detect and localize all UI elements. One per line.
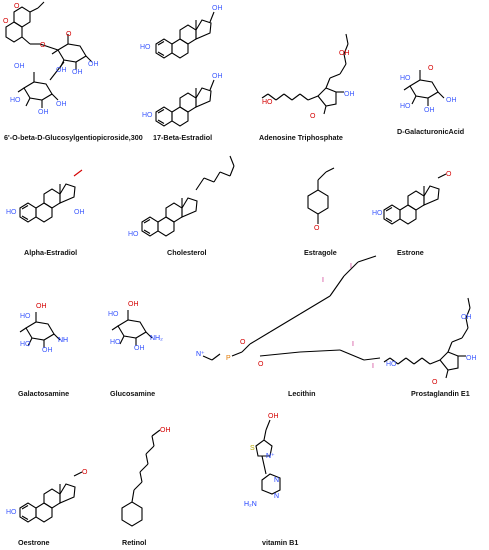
label-gentiopicroside: 6'-O-beta-D-Glucosylgentiopicroside,300 (4, 133, 143, 142)
label-retinol: Retinol (122, 538, 146, 547)
atom-oh: OH (56, 67, 67, 74)
atom-oh: OH (212, 73, 223, 80)
atom-i: I (350, 263, 352, 270)
atom-oh: OH (36, 303, 47, 310)
atom-n: N (274, 493, 279, 500)
molecule-lecithin: N⁺ P O O I I I I Lecithin (196, 255, 381, 398)
atom-o: O (446, 171, 452, 178)
atom-nh: NH (58, 337, 68, 344)
atom-o: O (314, 225, 320, 232)
atom-oh: OH (38, 109, 49, 116)
atom-oh: OH (424, 107, 435, 114)
atom-i: I (372, 363, 374, 370)
label-lecithin: Lecithin (288, 389, 316, 398)
molecule-vitamin-b1: S N⁺ N N H₂N OH vitamin B1 (244, 413, 298, 547)
atom-ho: HO (386, 361, 397, 368)
label-atp: Adenosine Triphosphate (259, 133, 343, 142)
molecule-17-beta-estradiol: OH HO OH HO 17-Beta-Estradiol (140, 5, 223, 142)
atom-p: P (226, 355, 231, 362)
atom-o: O (66, 31, 72, 38)
label-estrone: Estrone (397, 248, 424, 257)
atom-oh: OH (72, 69, 83, 76)
label-vitamin-b1: vitamin B1 (262, 538, 298, 547)
atom-oh: OH (134, 345, 145, 352)
atom-ho: HO (20, 313, 31, 320)
atom-o: O (3, 18, 9, 25)
molecule-galacturonic-acid: O HO OH OH HO D-GalacturonicAcid (397, 65, 464, 136)
atom-o: O (258, 361, 264, 368)
label-galactosamine: Galactosamine (18, 389, 69, 398)
label-glucosamine: Glucosamine (110, 389, 155, 398)
atom-ho: HO (400, 75, 411, 82)
label-estragole: Estragole (304, 248, 337, 257)
atom-oh: OH (466, 355, 477, 362)
atom-ho: HO (400, 103, 411, 110)
atom-oh: OH (268, 413, 279, 420)
molecule-atp: O OH HO OH Adenosine Triphosphate (259, 33, 355, 142)
atom-oh: OH (14, 63, 25, 70)
label-17-beta-estradiol: 17-Beta-Estradiol (153, 133, 212, 142)
atom-oh: OH (74, 209, 85, 216)
atom-ho: HO (372, 210, 383, 217)
molecule-alpha-estradiol: OH HO Alpha-Estradiol (6, 169, 85, 257)
molecule-glucosamine: OH HO NH₂ OH HO Glucosamine (108, 301, 163, 398)
atom-ho: HO (110, 339, 121, 346)
atom-ho: HO (262, 99, 273, 106)
atom-ho: HO (140, 44, 151, 51)
molecule-gentiopicroside: O O O O OH OH OH OH OH OH HO 6'-O-beta-D… (3, 1, 143, 142)
atom-oh: OH (212, 5, 223, 12)
molecule-galactosamine: OH HO NH OH HO Galactosamine (18, 303, 69, 398)
atom-s: S (250, 445, 255, 452)
atom-o: O (310, 113, 316, 120)
atom-oh: OH (88, 61, 99, 68)
label-prostaglandin-e1: Prostaglandin E1 (411, 389, 470, 398)
atom-ho: HO (108, 311, 119, 318)
molecule-estrone: O HO Estrone (372, 171, 452, 257)
molecule-retinol: OH Retinol (121, 427, 171, 547)
atom-n: N (274, 477, 279, 484)
label-oestrone: Oestrone (18, 538, 50, 547)
atom-oh: OH (42, 347, 53, 354)
atom-o: O (40, 42, 46, 49)
atom-h2n: H₂N (244, 501, 257, 508)
molecule-oestrone: O HO Oestrone (6, 469, 88, 547)
atom-oh: OH (344, 91, 355, 98)
molecule-cholesterol: HO Cholesterol (128, 155, 235, 257)
atom-oh: OH (128, 301, 139, 308)
label-galacturonic-acid: D-GalacturonicAcid (397, 127, 464, 136)
atom-o: O (428, 65, 434, 72)
molecule-prostaglandin-e1: O OH HO OH Prostaglandin E1 (383, 297, 477, 398)
atom-o: O (432, 379, 438, 386)
atom-o: O (82, 469, 88, 476)
atom-oh: OH (446, 97, 457, 104)
atom-oh: OH (56, 101, 67, 108)
atom-nh2: NH₂ (150, 335, 163, 342)
atom-ho: HO (6, 509, 17, 516)
atom-ho: HO (6, 209, 17, 216)
atom-oh: OH (339, 50, 350, 57)
atom-i: I (322, 277, 324, 284)
atom-oh: OH (461, 314, 472, 321)
label-cholesterol: Cholesterol (167, 248, 207, 257)
atom-ho: HO (10, 97, 21, 104)
atom-n-plus: N⁺ (196, 351, 205, 358)
atom-ho: HO (128, 231, 139, 238)
atom-o: O (14, 3, 20, 10)
atom-ho: HO (20, 341, 31, 348)
atom-ho: HO (142, 112, 153, 119)
label-alpha-estradiol: Alpha-Estradiol (24, 248, 77, 257)
atom-n-plus: N⁺ (266, 453, 275, 460)
atom-o: O (240, 339, 246, 346)
molecule-estragole: O Estragole (304, 167, 337, 257)
atom-oh: OH (160, 427, 171, 434)
atom-i: I (352, 341, 354, 348)
